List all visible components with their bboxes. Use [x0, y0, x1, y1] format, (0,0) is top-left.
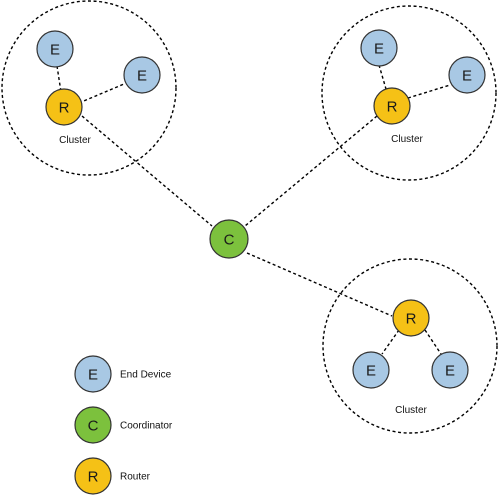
- router-node: R: [45, 88, 83, 126]
- cluster-label: Cluster: [391, 134, 423, 145]
- link-router3-enddevice6: [424, 329, 442, 355]
- legend-router-label: Router: [120, 472, 151, 483]
- legend-router-circle: [74, 457, 112, 495]
- link-coordinator-router3: [246, 252, 393, 317]
- legend: E End Device C Coordinator R Router: [74, 355, 173, 495]
- link-router1-enddevice2: [78, 83, 125, 104]
- end-device-letter: E: [445, 363, 455, 380]
- cluster-ring-bottom-right: [322, 258, 498, 434]
- end-device-letter: E: [137, 68, 147, 85]
- link-coordinator-router1: [81, 115, 213, 227]
- cluster-ring-top-left: [1, 0, 177, 176]
- router-circle: [392, 299, 430, 337]
- router-circle: [373, 87, 411, 125]
- end-device-node: E: [360, 29, 398, 67]
- legend-coordinator-circle: [74, 406, 112, 444]
- legend-router-letter: R: [88, 469, 99, 486]
- legend-item-coordinator: C Coordinator: [74, 406, 173, 444]
- legend-end-device-letter: E: [88, 367, 98, 384]
- router-letter: R: [387, 99, 398, 116]
- end-device-circle: [360, 29, 398, 67]
- end-device-letter: E: [366, 363, 376, 380]
- router-circle: [45, 88, 83, 126]
- end-device-node: E: [123, 56, 161, 94]
- link-router2-enddevice3: [378, 64, 387, 90]
- coordinator-circle: [209, 219, 249, 259]
- end-device-circle: [36, 30, 74, 68]
- legend-item-end-device: E End Device: [74, 355, 172, 393]
- end-device-node: E: [36, 30, 74, 68]
- end-device-node: E: [431, 351, 469, 389]
- end-device-circle: [448, 56, 486, 94]
- legend-end-device-label: End Device: [120, 370, 172, 381]
- cluster-label: Cluster: [59, 135, 91, 146]
- router-letter: R: [59, 100, 70, 117]
- end-device-letter: E: [462, 68, 472, 85]
- cluster-label: Cluster: [395, 405, 427, 416]
- router-letter: R: [406, 311, 417, 328]
- end-device-node: E: [352, 351, 390, 389]
- end-device-circle: [352, 351, 390, 389]
- router-node: R: [373, 87, 411, 125]
- end-device-letter: E: [50, 42, 60, 59]
- end-device-circle: [431, 351, 469, 389]
- legend-coordinator-letter: C: [88, 418, 99, 435]
- coordinator-node: C: [209, 219, 249, 259]
- legend-item-router: R Router: [74, 457, 151, 495]
- end-device-letter: E: [374, 41, 384, 58]
- coordinator-letter: C: [224, 232, 235, 249]
- end-device-circle: [123, 56, 161, 94]
- legend-coordinator-label: Coordinator: [120, 421, 173, 432]
- legend-end-device-circle: [74, 355, 112, 393]
- end-device-node: E: [448, 56, 486, 94]
- router-node: R: [392, 299, 430, 337]
- link-coordinator-router2: [244, 115, 378, 227]
- cluster-ring-top-right: [321, 5, 497, 181]
- link-router2-enddevice4: [407, 84, 451, 99]
- link-router3-enddevice5: [381, 329, 400, 355]
- link-router1-enddevice1: [56, 65, 62, 93]
